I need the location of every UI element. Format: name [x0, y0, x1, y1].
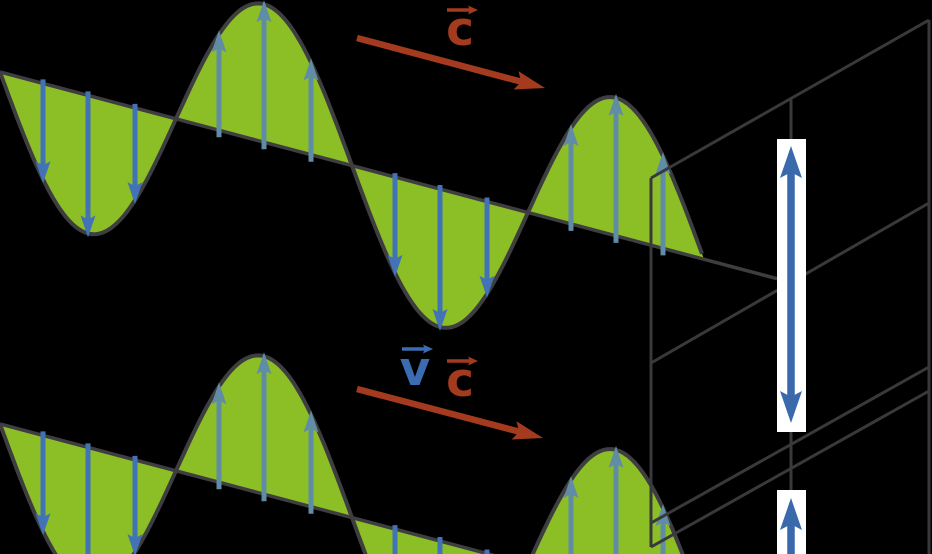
wave-axis-line — [0, 70, 778, 281]
field-arrow-up-head — [563, 124, 579, 147]
field-arrow-down-head — [127, 534, 143, 554]
screen-oscillation-arrow-top — [777, 139, 806, 432]
oscillation-up-head — [780, 498, 802, 530]
field-arrow-up-head — [211, 382, 227, 405]
field-arrow-up-head — [256, 352, 272, 375]
screen-oscillation-arrow-bottom — [777, 490, 806, 554]
field-arrow-up-head — [303, 58, 319, 81]
oscillation-down-head — [780, 391, 802, 423]
field-arrow-down-head — [80, 215, 96, 238]
wave-curve — [0, 1, 704, 330]
field-arrow-up-head — [211, 30, 227, 53]
field-arrow-down-head — [35, 161, 51, 184]
label-v-bottom: v — [400, 342, 433, 397]
field-arrow-down-head — [387, 254, 403, 277]
propagation-arrow-c-bottom-head — [511, 421, 543, 440]
field-arrow-up-head — [303, 410, 319, 433]
field-arrow-up-head — [608, 445, 624, 468]
field-arrow-down-head — [35, 513, 51, 536]
propagation-arrow-c-top-head — [513, 71, 545, 90]
label-c-top: c — [446, 2, 478, 57]
propagation-arrow-c-bottom-shaft — [356, 385, 527, 437]
propagation-arrows — [356, 34, 545, 440]
field-arrow-down-head — [127, 182, 143, 205]
field-arrow-up-head — [608, 93, 624, 116]
field-arrow-up-head — [256, 0, 272, 23]
field-arrow-down-head — [479, 275, 495, 298]
vector-arrow-v-bottom-head — [423, 344, 433, 354]
vector-arrow-c-bottom-head — [468, 356, 478, 366]
vector-arrow-c-top-head — [468, 5, 478, 15]
wave-curve — [0, 353, 685, 554]
oscillation-up-head — [780, 146, 802, 178]
wave-axis-line — [0, 422, 496, 554]
field-arrow-up-head — [563, 476, 579, 499]
wave-speed-c — [0, 0, 778, 331]
field-arrow-down-head — [432, 309, 448, 331]
propagation-arrow-c-top-shaft — [356, 34, 529, 87]
wave-fill — [0, 3, 704, 328]
label-c-bottom: c — [446, 353, 478, 408]
